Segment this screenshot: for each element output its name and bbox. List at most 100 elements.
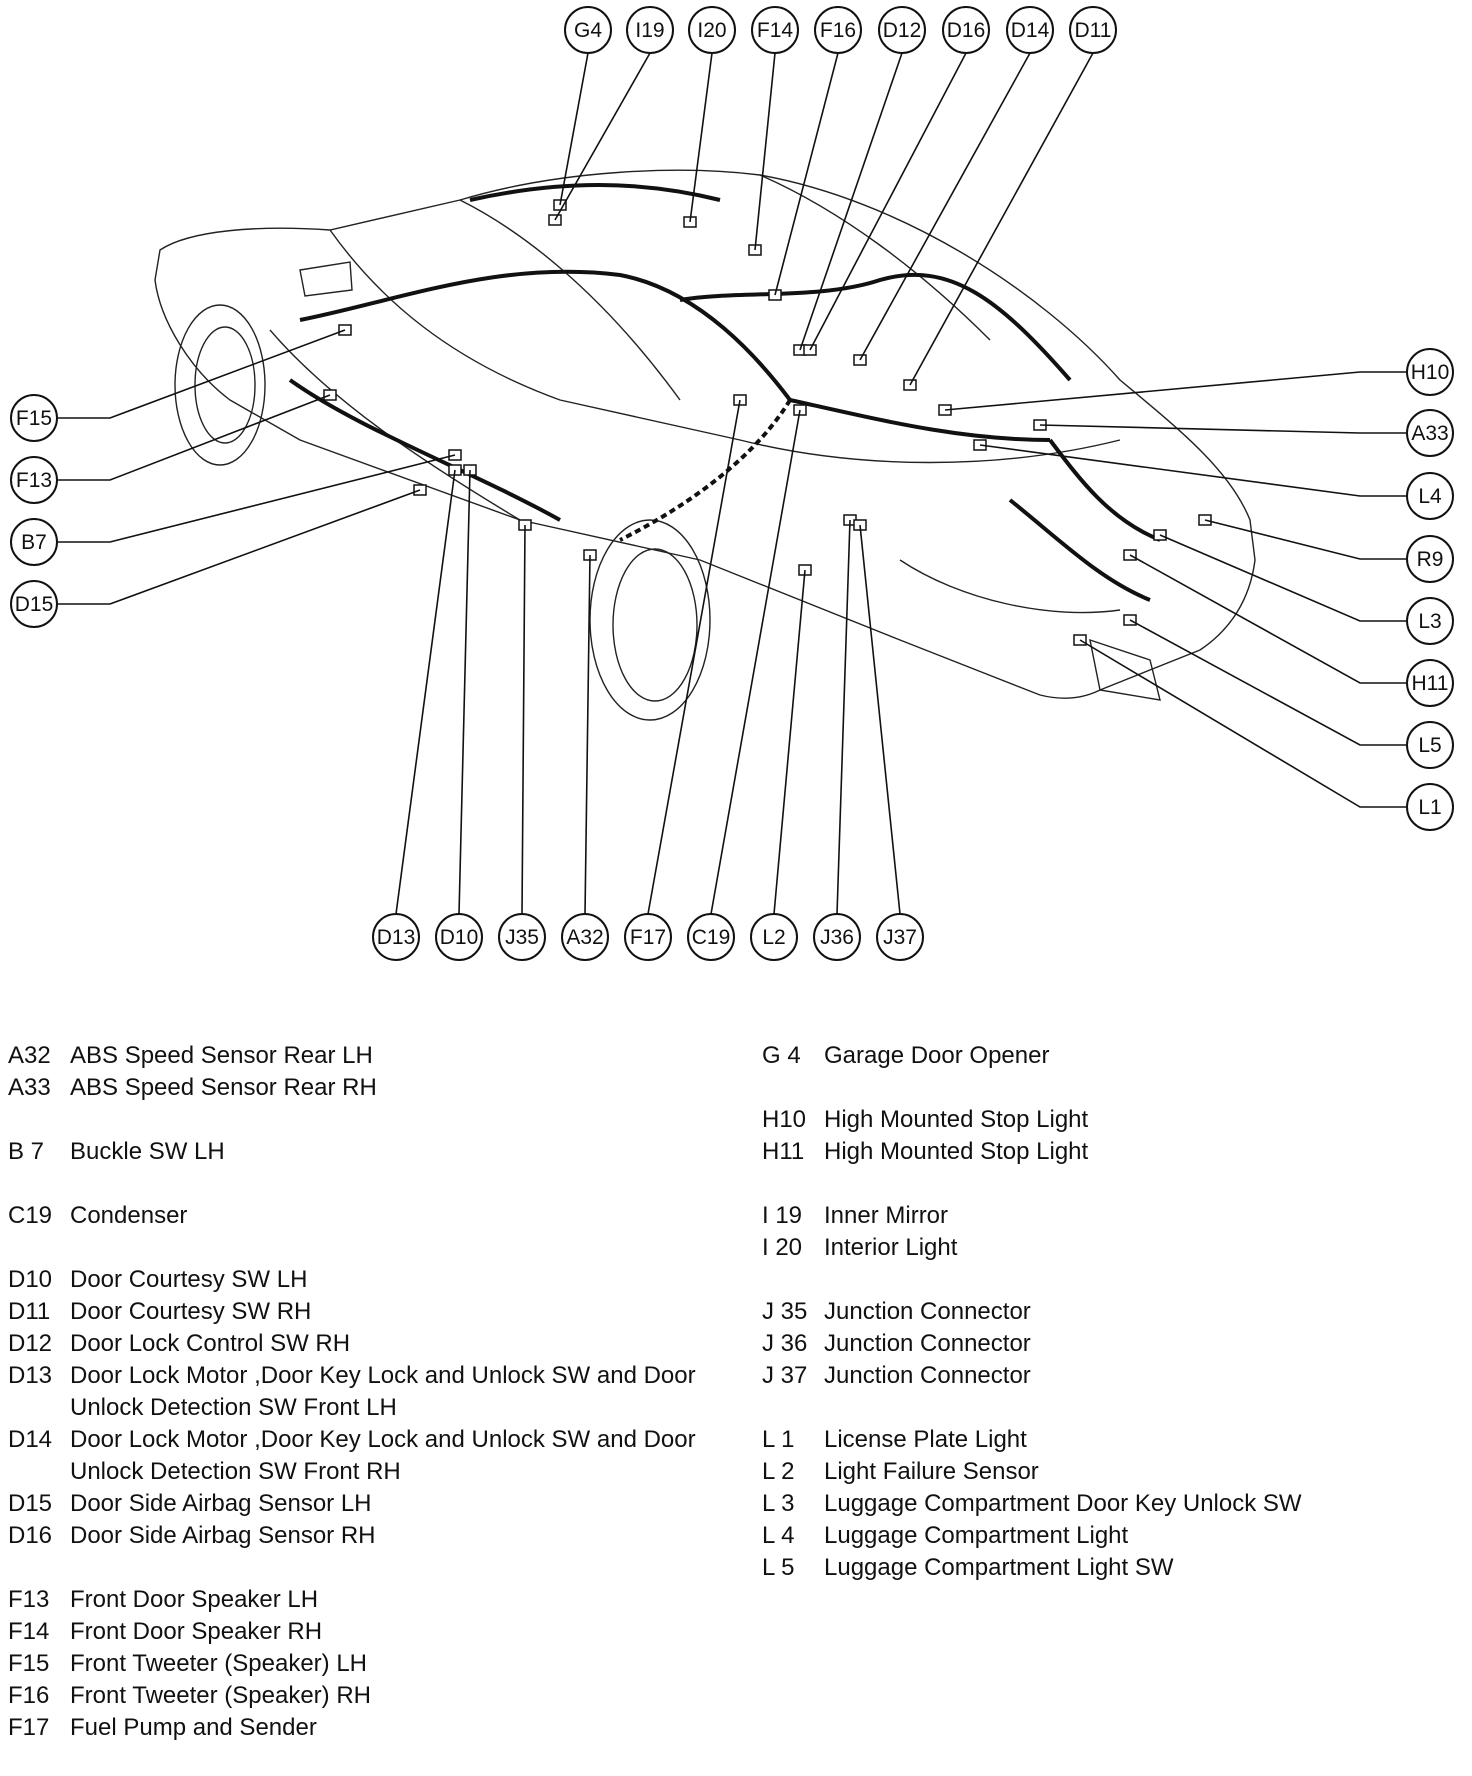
- legend-description: Buckle SW LH: [70, 1138, 225, 1165]
- callout-circle: [624, 913, 672, 961]
- leader-line: [689, 52, 713, 223]
- callout-d12: D12: [878, 6, 926, 54]
- leader-line: [799, 52, 903, 351]
- callout-label: L3: [1418, 610, 1441, 633]
- leader-line: [57, 489, 421, 605]
- connector-markers: [323, 199, 1212, 646]
- legend-code: D14: [8, 1426, 53, 1453]
- callout-label: D10: [440, 926, 479, 949]
- legend-code: F17: [8, 1714, 50, 1741]
- legend-description: Interior Light: [824, 1234, 958, 1261]
- callout-h10: H10: [1406, 348, 1454, 396]
- callout-label: D13: [377, 926, 416, 949]
- legend-code: J 35: [762, 1298, 808, 1325]
- legend-item: F17 Fuel Pump and Sender: [8, 1712, 748, 1744]
- legend-description: Junction Connector: [824, 1362, 1031, 1389]
- legend-description: ABS Speed Sensor Rear RH: [70, 1074, 377, 1101]
- callout-circle: [564, 6, 612, 54]
- callout-circle: [1006, 6, 1054, 54]
- callout-circle: [1406, 348, 1454, 396]
- callout-label: A33: [1411, 422, 1448, 445]
- legend-code: H11: [762, 1138, 805, 1165]
- callout-circle: [1406, 721, 1454, 769]
- callout-circle: [1406, 535, 1454, 583]
- leader-line: [710, 409, 801, 915]
- leader-line: [521, 524, 526, 915]
- callout-label: R9: [1417, 548, 1444, 571]
- legend-code: D15: [8, 1490, 53, 1517]
- legend-group: B 7 Buckle SW LH: [8, 1136, 748, 1168]
- legend-description: Front Door Speaker LH: [70, 1586, 319, 1613]
- callout-label: J37: [883, 926, 917, 949]
- legend-description: Fuel Pump and Sender: [70, 1714, 317, 1741]
- callout-l3: L3: [1406, 597, 1454, 645]
- legend-description: Front Door Speaker RH: [70, 1618, 323, 1645]
- callout-circle: [814, 6, 862, 54]
- callout-f13: F13: [10, 456, 58, 504]
- callout-c19: C19: [687, 913, 735, 961]
- legend-description: Light Failure Sensor: [824, 1458, 1039, 1485]
- callout-label: F13: [16, 469, 52, 492]
- leader-line: [1079, 639, 1407, 808]
- callout-d10: D10: [435, 913, 483, 961]
- legend-code: D11: [8, 1298, 51, 1325]
- legend-description: ABS Speed Sensor Rear LH: [70, 1042, 373, 1069]
- callout-h11: H11: [1406, 659, 1454, 707]
- callout-circle: [942, 6, 990, 54]
- legend-item: A32 ABS Speed Sensor Rear LH: [8, 1040, 748, 1072]
- legend-description: Door Lock Control SW RH: [70, 1330, 351, 1357]
- callout-circle: [813, 913, 861, 961]
- legend-description: Door Side Airbag Sensor RH: [70, 1522, 376, 1549]
- callout-label: A32: [566, 926, 603, 949]
- leader-line: [774, 52, 839, 296]
- legend-code: A32: [8, 1042, 51, 1069]
- wire-harness: [288, 183, 1161, 602]
- legend-code: D13: [8, 1362, 53, 1389]
- leader-line: [559, 52, 589, 206]
- leader-line: [1129, 619, 1407, 746]
- leader-line: [395, 469, 456, 915]
- callout-label: D16: [947, 19, 986, 42]
- callout-circle: [1406, 472, 1454, 520]
- callout-label: L5: [1418, 734, 1441, 757]
- callout-f14: F14: [751, 6, 799, 54]
- legend-description: Luggage Compartment Light SW: [824, 1554, 1174, 1581]
- callout-label: L4: [1418, 485, 1442, 508]
- callout-d14: D14: [1006, 6, 1054, 54]
- leader-line: [944, 371, 1407, 411]
- callout-label: I19: [635, 19, 664, 42]
- leader-line: [909, 52, 1094, 386]
- legend-description: Condenser: [70, 1202, 188, 1229]
- callout-circle: [10, 580, 58, 628]
- legend-code: B 7: [8, 1138, 45, 1165]
- legend-code: L 2: [762, 1458, 795, 1485]
- legend-description: Junction Connector: [824, 1298, 1031, 1325]
- callout-circle: [876, 913, 924, 961]
- callout-circle: [687, 913, 735, 961]
- legend-item: B 7 Buckle SW LH: [8, 1136, 748, 1168]
- legend-code: I 19: [762, 1202, 803, 1229]
- leader-line: [979, 444, 1407, 497]
- callout-circle: [1406, 597, 1454, 645]
- callout-circle: [372, 913, 420, 961]
